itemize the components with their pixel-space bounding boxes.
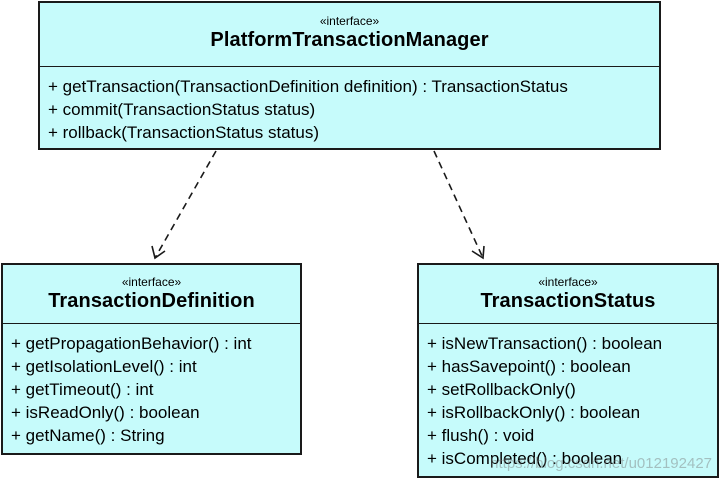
- method-item: + setRollbackOnly(): [427, 380, 576, 399]
- class-header: «interface» TransactionStatus: [419, 265, 717, 324]
- class-name: TransactionDefinition: [48, 290, 255, 312]
- method-list: + isNewTransaction() : boolean + hasSave…: [419, 324, 717, 470]
- method-item: + getIsolationLevel() : int: [11, 357, 197, 376]
- method-item: + getTimeout() : int: [11, 380, 154, 399]
- stereotype-label: «interface»: [538, 275, 598, 289]
- arrow-to-transaction-status: [433, 150, 485, 260]
- transaction-definition-interface: «interface» TransactionDefinition + getP…: [1, 263, 302, 455]
- method-list: + getPropagationBehavior() : int + getIs…: [3, 324, 300, 447]
- platform-transaction-manager-interface: «interface» PlatformTransactionManager +…: [38, 1, 661, 150]
- method-item: + rollback(TransactionStatus status): [48, 123, 320, 142]
- class-name: PlatformTransactionManager: [210, 29, 489, 51]
- method-item: + getPropagationBehavior() : int: [11, 334, 252, 353]
- method-item: + flush() : void: [427, 426, 535, 445]
- method-item: + isRollbackOnly() : boolean: [427, 403, 641, 422]
- class-header: «interface» PlatformTransactionManager: [40, 3, 659, 67]
- stereotype-label: «interface»: [121, 275, 182, 289]
- stereotype-label: «interface»: [319, 14, 380, 28]
- class-header: «interface» TransactionDefinition: [3, 265, 300, 324]
- method-item: + isCompleted() : boolean: [427, 449, 623, 468]
- method-item: + hasSavepoint() : boolean: [427, 357, 631, 376]
- class-name: TransactionStatus: [480, 290, 656, 312]
- arrow-to-transaction-definition: [151, 150, 217, 260]
- watermark-text: https://blog.csdn.net/u012192427: [490, 455, 712, 472]
- method-item: + isReadOnly() : boolean: [11, 403, 200, 422]
- method-item: + getTransaction(TransactionDefinition d…: [48, 77, 568, 96]
- method-item: + isNewTransaction() : boolean: [427, 334, 663, 353]
- transaction-status-interface: «interface» TransactionStatus + isNewTra…: [417, 263, 719, 478]
- method-item: + getName() : String: [11, 426, 165, 445]
- method-list: + getTransaction(TransactionDefinition d…: [40, 67, 659, 144]
- method-item: + commit(TransactionStatus status): [48, 100, 316, 119]
